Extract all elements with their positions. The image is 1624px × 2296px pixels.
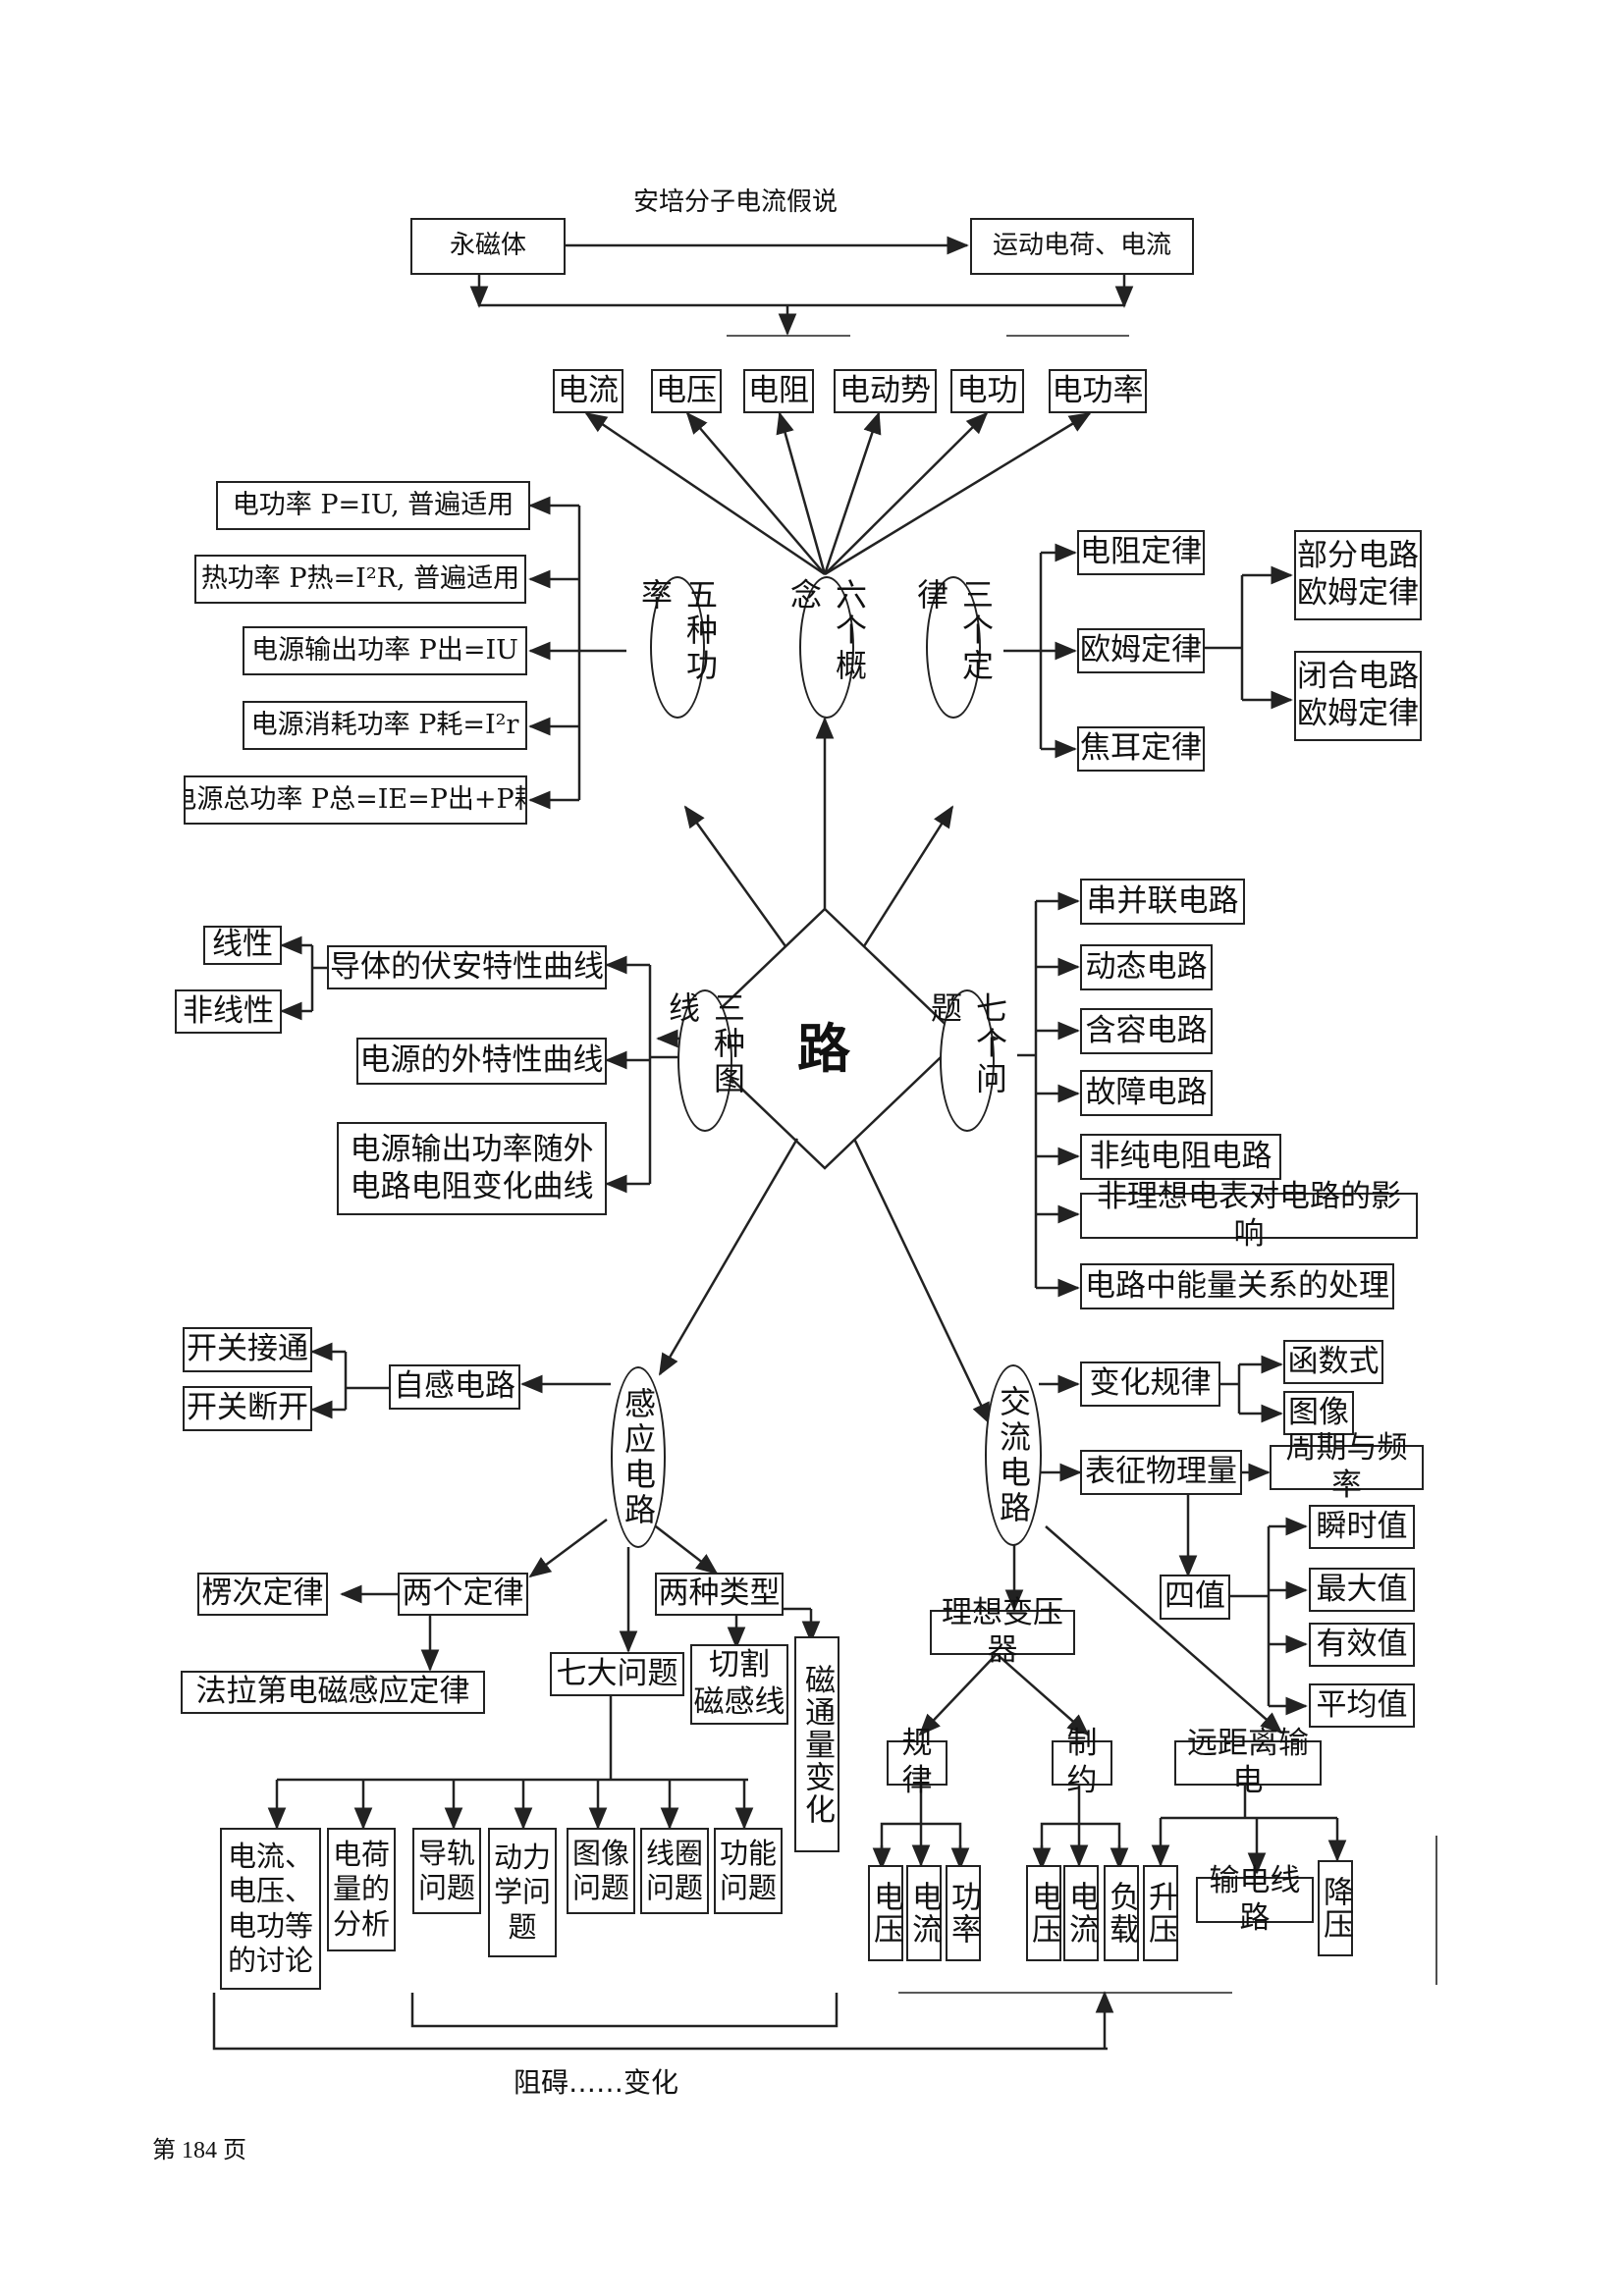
concept-box: 电流: [553, 369, 623, 413]
function-box: 函数式: [1283, 1340, 1383, 1384]
rules-child-box: 电流: [906, 1865, 942, 1961]
variation-box: 变化规律: [1080, 1362, 1220, 1407]
concept-box: 电功率: [1049, 369, 1147, 413]
quantities-box: 表征物理量: [1080, 1450, 1242, 1495]
constraints-child-box: 电压: [1026, 1865, 1061, 1961]
problem-box: 动态电路: [1080, 944, 1213, 990]
image-box: 图像: [1283, 1391, 1354, 1435]
rules-box: 规律: [887, 1726, 947, 1798]
step-down-box: 降压: [1318, 1860, 1353, 1956]
three-laws-ellipse: 三个定律: [912, 576, 995, 719]
transformer-box: 理想变压器: [930, 1595, 1075, 1668]
concept-box: 电压: [651, 369, 722, 413]
law-box: 焦耳定律: [1077, 726, 1205, 772]
linear-box: 线性: [203, 926, 282, 965]
moving-charge-box: 运动电荷、电流: [970, 218, 1194, 275]
constraints-child-box: 电流: [1063, 1865, 1099, 1961]
transmission-box: 远距离输电: [1174, 1726, 1322, 1798]
issue-box: 功能 问题: [714, 1828, 783, 1914]
closed-ohm-box: 闭合电路 欧姆定律: [1294, 651, 1422, 741]
cutting-box: 切割 磁感线: [690, 1644, 788, 1725]
six-concepts-ellipse: 六个概念: [785, 576, 868, 719]
faraday-law-box: 法拉第电磁感应定律: [181, 1671, 485, 1714]
problem-box: 故障电路: [1080, 1070, 1213, 1116]
power-formula-box: 电源消耗功率 P耗=I²r: [243, 701, 527, 750]
power-formula-box: 电源输出功率 P出=IU: [243, 626, 527, 675]
five-powers-ellipse: 五种功率: [636, 576, 719, 719]
problem-box: 含容电路: [1080, 1008, 1213, 1054]
issue-box: 导轨 问题: [412, 1828, 481, 1914]
law-box: 电阻定律: [1077, 530, 1205, 575]
problem-box: 非纯电阻电路: [1080, 1134, 1281, 1180]
issue-box: 动力 学问 题: [488, 1828, 557, 1957]
graph-box: 电源输出功率随外 电路电阻变化曲线: [337, 1122, 607, 1215]
power-formula-box: 电功率 P=IU, 普遍适用: [216, 481, 530, 530]
two-laws-box: 两个定律: [398, 1573, 528, 1616]
seven-issues-box: 七大问题: [550, 1652, 684, 1696]
three-graphs-ellipse: 三种图线: [664, 989, 746, 1132]
seven-problems-ellipse: 七个问题: [926, 989, 1008, 1132]
constraints-box: 制约: [1052, 1726, 1112, 1798]
issue-box: 图像 问题: [567, 1828, 635, 1914]
partial-ohm-box: 部分电路 欧姆定律: [1294, 530, 1422, 620]
lenz-law-box: 楞次定律: [197, 1573, 328, 1616]
concept-box: 电动势: [834, 369, 937, 413]
problem-box: 串并联电路: [1080, 879, 1245, 925]
permanent-magnet-box: 永磁体: [410, 218, 566, 275]
two-types-box: 两种类型: [655, 1573, 784, 1616]
ac-circuit-ellipse: 交流电路: [985, 1364, 1042, 1546]
constraints-child-box: 负载: [1104, 1865, 1139, 1961]
issue-box: 电流、 电压、 电功等 的讨论: [220, 1828, 321, 1990]
switch-on-box: 开关接通: [183, 1327, 312, 1372]
law-box: 欧姆定律: [1077, 628, 1205, 673]
issue-box: 电荷 量的 分析: [327, 1828, 396, 1951]
self-induction-box: 自感电路: [389, 1364, 520, 1410]
hypothesis-label: 安培分子电流假说: [633, 187, 839, 217]
step-up-box: 升压: [1143, 1865, 1178, 1961]
graph-box: 导体的伏安特性曲线: [327, 945, 607, 989]
value-box: 有效值: [1309, 1623, 1415, 1667]
value-box: 瞬时值: [1309, 1505, 1415, 1549]
value-box: 平均值: [1309, 1683, 1415, 1728]
power-formula-box: 热功率 P热=I²R, 普遍适用: [194, 555, 526, 604]
concept-box: 电功: [950, 369, 1024, 413]
nonlinear-box: 非线性: [175, 989, 282, 1034]
rules-child-box: 电压: [868, 1865, 903, 1961]
page-number: 第 184 页: [152, 2138, 246, 2163]
rules-child-box: 功率: [946, 1865, 981, 1961]
graph-box: 电源的外特性曲线: [356, 1038, 607, 1085]
problem-box: 电路中能量关系的处理: [1080, 1263, 1394, 1309]
induction-ellipse: 感应电路: [611, 1366, 666, 1548]
center-label: 路: [797, 1017, 850, 1080]
four-values-box: 四值: [1160, 1575, 1230, 1620]
power-formula-box: 电源总功率 P总=IE=P出+P耗: [184, 775, 527, 825]
issue-box: 线圈 问题: [640, 1828, 709, 1914]
transmission-line-box: 输电线路: [1196, 1863, 1314, 1936]
value-box: 最大值: [1309, 1568, 1415, 1612]
switch-off-box: 开关断开: [183, 1386, 312, 1431]
period-frequency-box: 周期与频率: [1270, 1430, 1424, 1503]
problem-box: 非理想电表对电路的影响: [1080, 1179, 1418, 1252]
concept-box: 电阻: [743, 369, 814, 413]
flux-change-box: 磁通量变化: [794, 1636, 839, 1852]
bottom-note: 阻碍……变化: [514, 2066, 679, 2099]
